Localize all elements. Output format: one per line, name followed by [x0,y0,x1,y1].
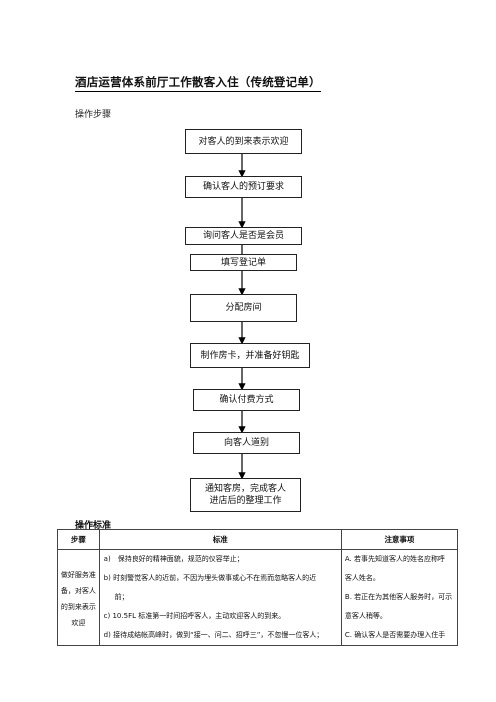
standard-line: 前； [114,593,129,601]
step-cell: 做好服务准备，对客人的到来表示欢迎 [57,549,100,646]
flow-step-make-keycard: 制作房卡，并准备好钥匙 [190,343,310,368]
flow-step-farewell: 向客人道别 [193,432,300,454]
flow-step-ask-member: 询问客人是否是会员 [185,227,302,245]
table-header-step: 步骤 [57,529,100,550]
flowchart [238,153,246,480]
page-title: 酒店运营体系前厅工作散客入住（传统登记单） [75,74,321,92]
standard-line: a) 保持良好的精神面貌，规范的仪容举止； [103,555,244,563]
note-line: C. 确认客人是否需要办理入住手 [344,631,446,639]
table-header-row: 步骤 标准 注意事项 [57,529,459,550]
flow-step-assign-room: 分配房间 [190,294,297,322]
flow-step-welcome: 对客人的到来表示欢迎 [185,129,302,154]
table-row: 做好服务准备，对客人的到来表示欢迎 a) 保持良好的精神面貌，规范的仪容举止； … [57,549,459,646]
notes-cell: A. 若事先知道客人的姓名应称呼 客人姓名。 B. 若正在为其他客人服务时，可示… [340,549,459,646]
standard-cell: a) 保持良好的精神面貌，规范的仪容举止； b) 时刻警觉客人的近前，不因为埋头… [98,549,342,646]
standard-line: b) 时刻警觉客人的近前，不因为埋头做事或心不在焉而忽略客人的近 [103,574,317,582]
table-header-standard: 标准 [98,529,342,550]
flow-step-confirm-payment: 确认付费方式 [193,389,300,411]
table-header-notes: 注意事项 [340,529,459,550]
note-line: 意客人稍等。 [344,612,387,620]
note-line: 客人姓名。 [344,574,380,582]
section-heading-standards: 操作标准 [75,521,112,531]
note-line: B. 若正在为其他客人服务时，可示 [344,593,453,601]
flow-step-confirm-reservation: 确认客人的预订要求 [185,176,302,198]
standard-line: c) 10.5FL 标准第一时间招呼客人，主动欢迎客人的到来。 [103,612,286,620]
section-heading-steps: 操作步骤 [75,110,112,120]
note-line: A. 若事先知道客人的姓名应称呼 [344,555,446,563]
standard-line: d) 接待成结帐高峰时，做到“接一、问二、招呼三”，不忽慢一位客人； [103,631,324,639]
flow-step-fill-registration: 填写登记单 [190,254,297,271]
flow-step-notify-housekeeping: 通知客房，完成客人进店后的整理工作 [190,478,301,512]
standards-table: 步骤 标准 注意事项 做好服务准备，对客人的到来表示欢迎 a) 保持良好的精神面… [57,529,459,646]
